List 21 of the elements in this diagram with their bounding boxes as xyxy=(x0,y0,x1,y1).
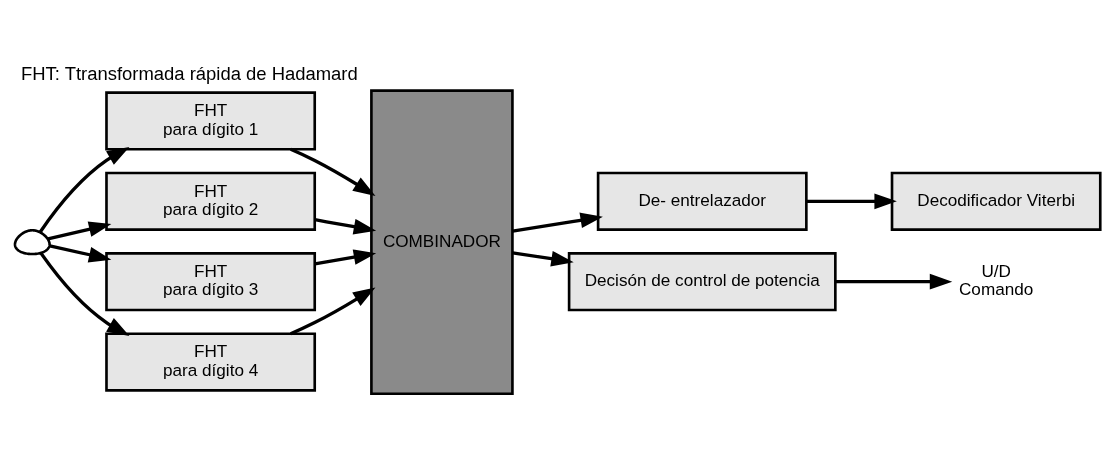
node-box: FHT para dígito 2 xyxy=(105,171,317,231)
node-box: FHT para dígito 1 xyxy=(105,91,317,151)
node-box: Decisón de control de potencia xyxy=(567,252,837,312)
arrow xyxy=(806,193,897,210)
arrow xyxy=(512,212,603,233)
node-box: De- entrelazador xyxy=(596,171,808,231)
arrow xyxy=(512,251,574,267)
arrow xyxy=(49,244,112,263)
arrow xyxy=(314,218,377,235)
diagram-title: FHT: Ttransformada rápida de Hadamard xyxy=(20,63,358,85)
node-box: COMBINADOR xyxy=(370,89,514,396)
arrow xyxy=(39,252,130,337)
node-box: FHT para dígito 3 xyxy=(105,252,317,312)
arrow xyxy=(835,273,953,290)
arrow xyxy=(47,221,112,241)
node-box: Decodificador Viterbi xyxy=(890,171,1102,231)
arrow xyxy=(38,146,130,234)
arrow xyxy=(314,249,377,266)
node-picture xyxy=(13,229,51,256)
node-text: U/D Comando xyxy=(959,260,1034,300)
node-box: FHT para dígito 4 xyxy=(105,332,317,392)
